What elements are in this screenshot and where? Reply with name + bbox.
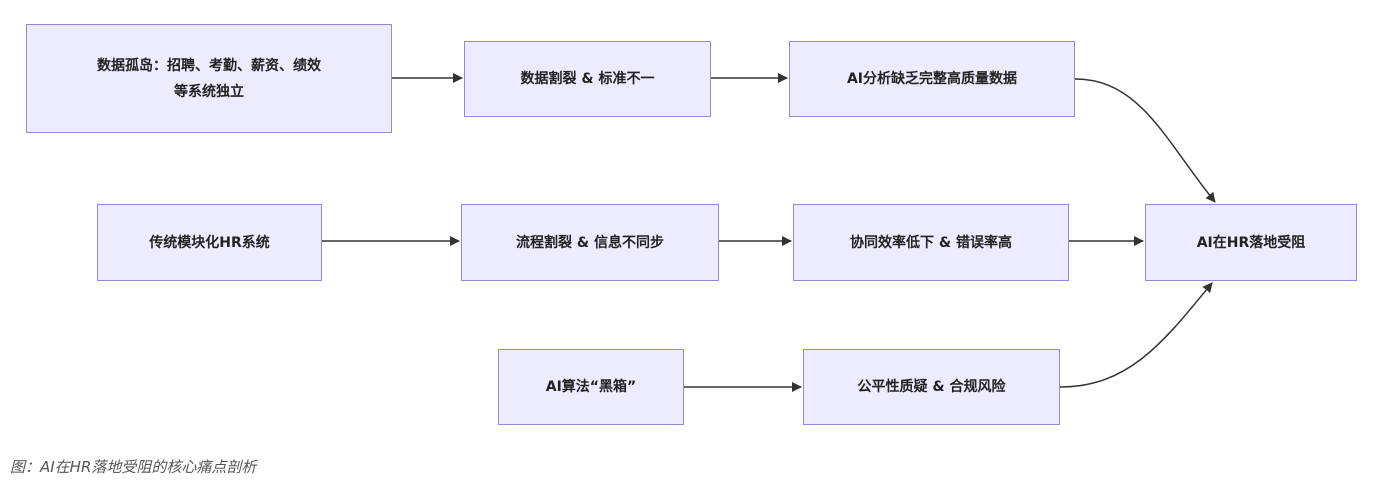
node-process-split: 流程割裂 & 信息不同步 [461,204,719,281]
node-data-split: 数据割裂 & 标准不一 [464,41,711,117]
edges-layer [322,73,1216,392]
node-data-silo-line1: 数据孤岛：招聘、考勤、薪资、绩效 [97,57,321,74]
figure-caption: 图：AI在HR落地受阻的核心痛点剖析 [10,458,257,476]
node-low-collaboration: 协同效率低下 & 错误率高 [793,204,1069,281]
node-ai-blackbox-label: AI算法“黑箱” [545,379,637,395]
node-fairness-risk-label: 公平性质疑 & 合规风险 [857,379,1006,395]
node-data-split-label: 数据割裂 & 标准不一 [520,71,655,87]
node-legacy-hr: 传统模块化HR系统 [97,204,322,281]
node-low-collaboration-label: 协同效率低下 & 错误率高 [850,234,1012,251]
node-legacy-hr-label: 传统模块化HR系统 [149,234,270,251]
node-ai-lack-data-label: AI分析缺乏完整高质量数据 [846,71,1018,87]
edge-lack-to-block [1074,78,1216,203]
node-ai-lack-data: AI分析缺乏完整高质量数据 [789,41,1075,117]
flowchart: 数据孤岛：招聘、考勤、薪资、绩效 等系统独立 数据割裂 & 标准不一 AI分析缺… [26,24,1357,425]
node-ai-blocked-label: AI在HR落地受阻 [1196,234,1306,251]
node-data-silo: 数据孤岛：招聘、考勤、薪资、绩效 等系统独立 [26,24,392,133]
edge-fair-to-block [1059,282,1213,388]
node-data-silo-line2: 等系统独立 [174,83,244,100]
node-fairness-risk: 公平性质疑 & 合规风险 [803,349,1060,425]
node-ai-blocked: AI在HR落地受阻 [1145,204,1357,281]
node-ai-blackbox: AI算法“黑箱” [498,349,684,425]
node-process-split-label: 流程割裂 & 信息不同步 [516,234,664,251]
